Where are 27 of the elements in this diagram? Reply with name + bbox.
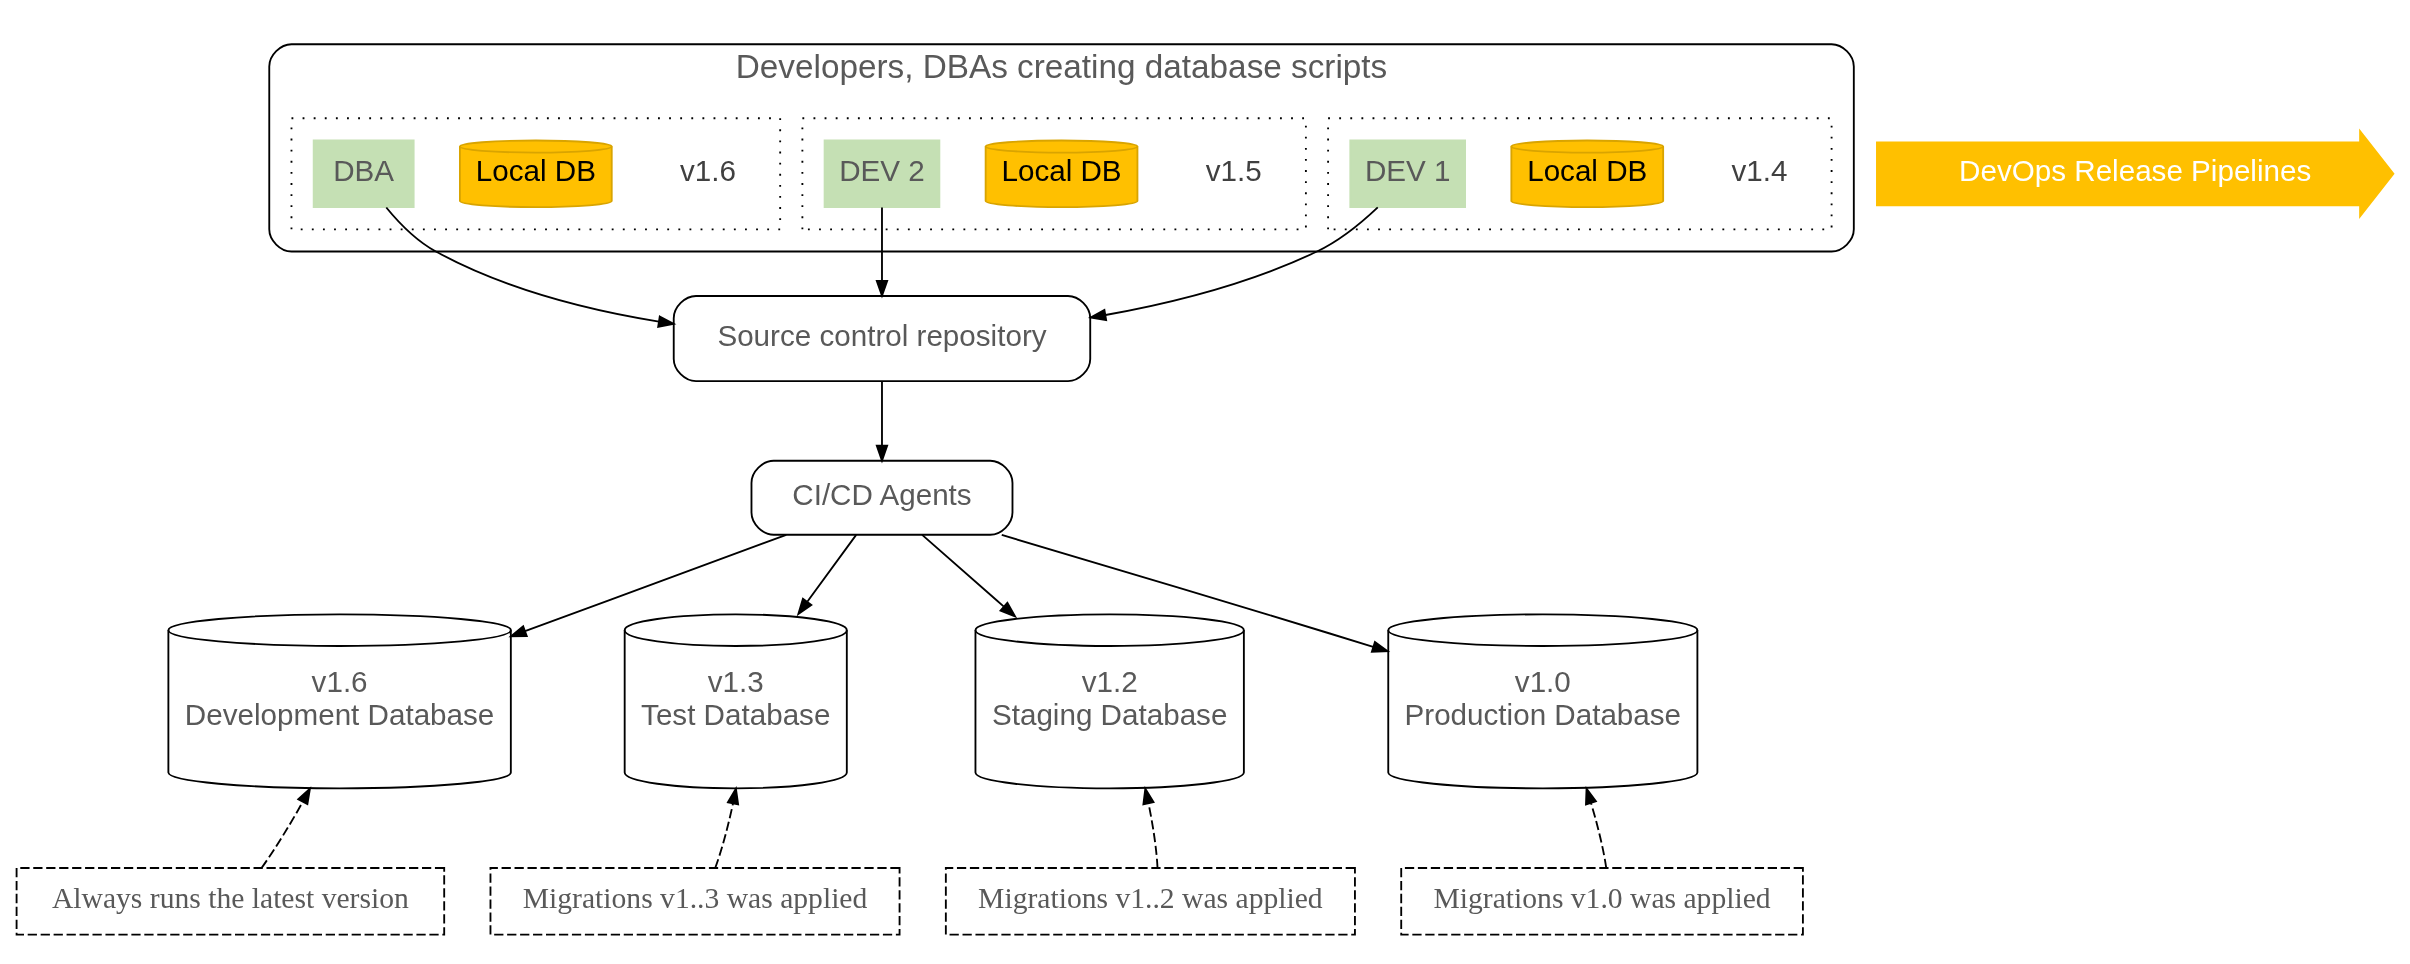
- cluster: [1327, 117, 1833, 231]
- arrow: [260, 786, 312, 869]
- arrow: [796, 533, 858, 617]
- cluster: [801, 117, 1307, 231]
- arrow: [1087, 206, 1379, 322]
- arrow: [1142, 785, 1159, 869]
- arrow: [875, 206, 889, 299]
- node-box: DEV 2: [823, 139, 941, 209]
- node-label: v1.5: [1205, 153, 1262, 187]
- node-box: CI/CD Agents: [750, 459, 1014, 536]
- arrow: [714, 785, 740, 869]
- node-box: DEV 1: [1349, 139, 1466, 209]
- node-box: Migrations v1..2 was applied: [944, 867, 1356, 936]
- node-box: Migrations v1.0 was applied: [1400, 867, 1804, 936]
- arrow: [1000, 534, 1391, 653]
- arrow: [875, 380, 889, 464]
- arrow: [508, 533, 788, 638]
- cluster: [290, 117, 782, 231]
- node-box: Source control repository: [672, 295, 1092, 383]
- node-box: DBA: [312, 139, 415, 209]
- arrow: [385, 206, 677, 328]
- node-box: Migrations v1..3 was applied: [489, 867, 901, 936]
- arrow: [921, 533, 1018, 619]
- node-box: Always runs the latest version: [15, 867, 446, 936]
- arrow: [1585, 786, 1608, 869]
- node-label: v1.6: [679, 153, 736, 187]
- node-label: v1.4: [1731, 153, 1788, 187]
